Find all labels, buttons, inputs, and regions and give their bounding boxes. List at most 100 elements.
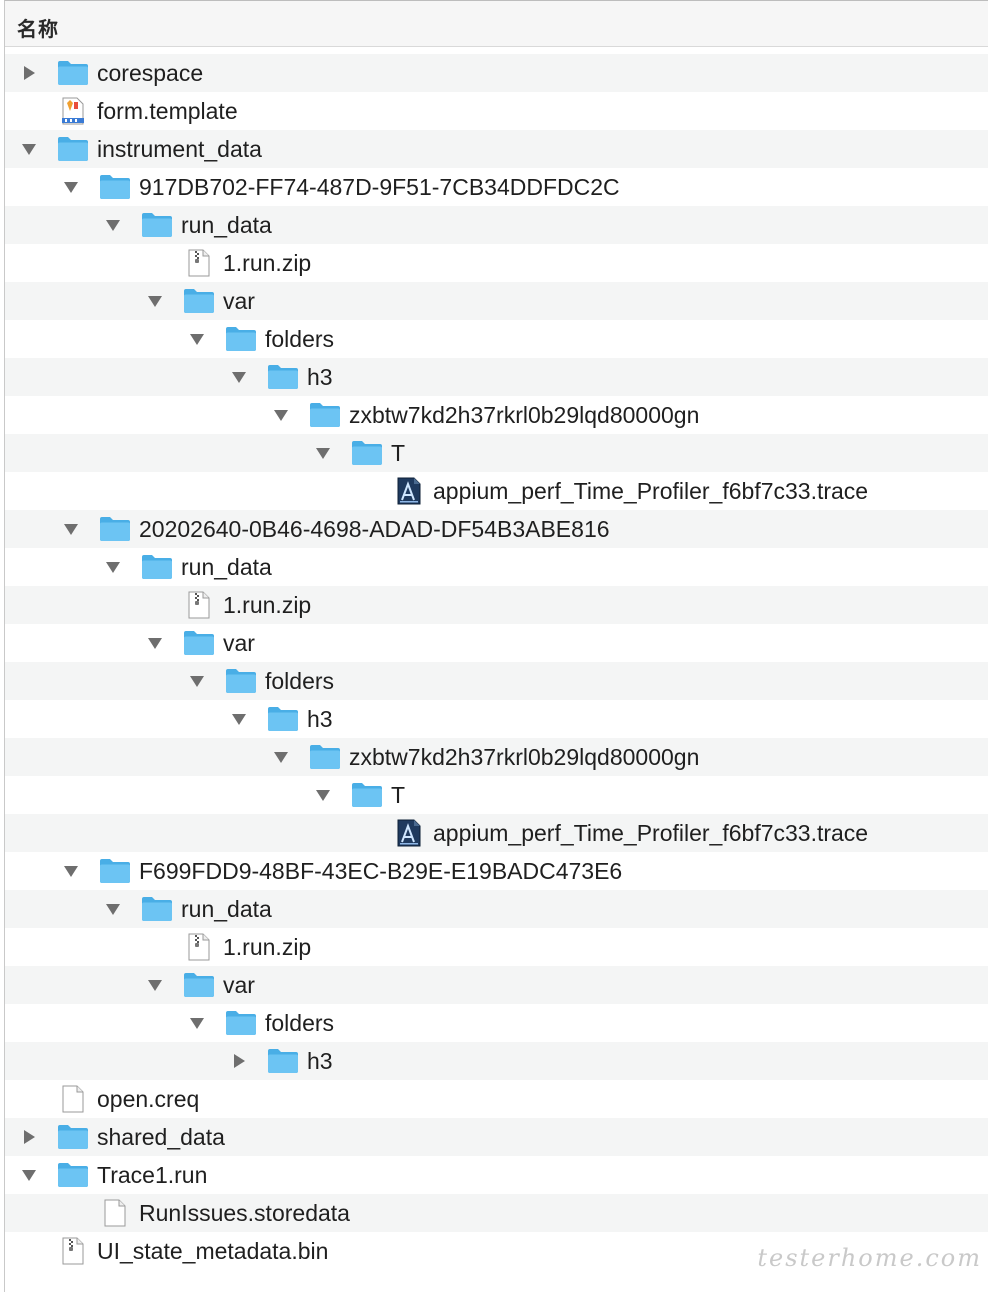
tree-row-label: h3 xyxy=(307,364,333,390)
folder-icon xyxy=(351,781,383,809)
disclosure-collapsed-icon[interactable] xyxy=(21,1129,37,1145)
template-icon xyxy=(57,97,89,125)
disclosure-expanded-icon[interactable] xyxy=(273,407,289,423)
tree-row-run-data[interactable]: run_data xyxy=(5,548,988,586)
tree-row-t[interactable]: T xyxy=(5,776,988,814)
tree-row-run-data[interactable]: run_data xyxy=(5,206,988,244)
tree-row-label: folders xyxy=(265,1010,335,1036)
folder-icon xyxy=(99,857,131,885)
tree-row-runissues-storedata[interactable]: RunIssues.storedata xyxy=(5,1194,988,1232)
column-header[interactable]: 名称 xyxy=(5,1,988,47)
tree-row-1-run-zip[interactable]: 1.run.zip xyxy=(5,244,988,282)
tree-row-20202640-0b46-4698-adad-df54b3abe816[interactable]: 20202640-0B46-4698-ADAD-DF54B3ABE816 xyxy=(5,510,988,548)
disclosure-expanded-icon[interactable] xyxy=(189,331,205,347)
folder-icon xyxy=(141,553,173,581)
tree-row-h3[interactable]: h3 xyxy=(5,1042,988,1080)
folder-icon xyxy=(141,895,173,923)
folder-icon xyxy=(309,743,341,771)
tree-row-instrument-data[interactable]: instrument_data xyxy=(5,130,988,168)
tree-row-label: shared_data xyxy=(97,1124,225,1150)
tree-row-t[interactable]: T xyxy=(5,434,988,472)
disclosure-expanded-icon[interactable] xyxy=(231,711,247,727)
zip-icon xyxy=(183,591,215,619)
tree-row-ui-state-metadata-bin[interactable]: UI_state_metadata.bin xyxy=(5,1232,988,1270)
folder-icon xyxy=(57,135,89,163)
disclosure-expanded-icon[interactable] xyxy=(315,445,331,461)
folder-icon xyxy=(183,629,215,657)
disclosure-expanded-icon[interactable] xyxy=(21,1167,37,1183)
tree-row-h3[interactable]: h3 xyxy=(5,700,988,738)
tree-row-label: run_data xyxy=(181,554,272,580)
tree-row-folders[interactable]: folders xyxy=(5,1004,988,1042)
folder-icon xyxy=(225,667,257,695)
trace-icon xyxy=(393,477,425,505)
tree-row-label: 1.run.zip xyxy=(223,934,312,960)
zip-icon xyxy=(183,933,215,961)
tree-row-label: RunIssues.storedata xyxy=(139,1200,350,1226)
zip-icon xyxy=(57,1237,89,1265)
folder-icon xyxy=(267,1047,299,1075)
folder-icon xyxy=(57,59,89,87)
tree-row-label: corespace xyxy=(97,60,204,86)
disclosure-expanded-icon[interactable] xyxy=(105,901,121,917)
tree-row-label: F699FDD9-48BF-43EC-B29E-E19BADC473E6 xyxy=(139,858,623,884)
folder-icon xyxy=(183,971,215,999)
trace-icon xyxy=(393,819,425,847)
disclosure-expanded-icon[interactable] xyxy=(147,977,163,993)
folder-icon xyxy=(99,515,131,543)
folder-icon xyxy=(351,439,383,467)
disclosure-expanded-icon[interactable] xyxy=(315,787,331,803)
folder-icon xyxy=(99,173,131,201)
tree-row-label: UI_state_metadata.bin xyxy=(97,1238,329,1264)
disclosure-collapsed-icon[interactable] xyxy=(21,65,37,81)
tree-row-form-template[interactable]: form.template xyxy=(5,92,988,130)
tree-row-f699fdd9-48bf-43ec-b29e-e19badc473e6[interactable]: F699FDD9-48BF-43EC-B29E-E19BADC473E6 xyxy=(5,852,988,890)
tree-row-appium-perf-time-profiler-f6bf7c33-trace[interactable]: appium_perf_Time_Profiler_f6bf7c33.trace xyxy=(5,814,988,852)
disclosure-expanded-icon[interactable] xyxy=(63,521,79,537)
tree-row-folders[interactable]: folders xyxy=(5,662,988,700)
tree-row-var[interactable]: var xyxy=(5,966,988,1004)
tree-row-label: T xyxy=(391,440,406,466)
tree-row-h3[interactable]: h3 xyxy=(5,358,988,396)
disclosure-expanded-icon[interactable] xyxy=(189,1015,205,1031)
folder-icon xyxy=(225,325,257,353)
tree-row-shared-data[interactable]: shared_data xyxy=(5,1118,988,1156)
tree-row-appium-perf-time-profiler-f6bf7c33-trace[interactable]: appium_perf_Time_Profiler_f6bf7c33.trace xyxy=(5,472,988,510)
folder-icon xyxy=(57,1123,89,1151)
tree-row-1-run-zip[interactable]: 1.run.zip xyxy=(5,928,988,966)
disclosure-expanded-icon[interactable] xyxy=(63,179,79,195)
disclosure-expanded-icon[interactable] xyxy=(21,141,37,157)
tree-row-label: var xyxy=(223,288,255,314)
tree-row-label: 917DB702-FF74-487D-9F51-7CB34DDFDC2C xyxy=(139,174,620,200)
tree-row-trace1-run[interactable]: Trace1.run xyxy=(5,1156,988,1194)
folder-icon xyxy=(225,1009,257,1037)
tree-row-label: form.template xyxy=(97,98,238,124)
disclosure-expanded-icon[interactable] xyxy=(147,635,163,651)
tree-row-label: var xyxy=(223,630,255,656)
disclosure-expanded-icon[interactable] xyxy=(105,217,121,233)
tree-row-1-run-zip[interactable]: 1.run.zip xyxy=(5,586,988,624)
name-column-header[interactable]: 名称 xyxy=(17,19,59,41)
tree-row-var[interactable]: var xyxy=(5,624,988,662)
disclosure-expanded-icon[interactable] xyxy=(231,369,247,385)
tree-row-label: 1.run.zip xyxy=(223,250,312,276)
disclosure-expanded-icon[interactable] xyxy=(63,863,79,879)
tree-row-corespace[interactable]: corespace xyxy=(5,54,988,92)
tree-row-zxbtw7kd2h37rkrl0b29lqd80000gn[interactable]: zxbtw7kd2h37rkrl0b29lqd80000gn xyxy=(5,738,988,776)
disclosure-collapsed-icon[interactable] xyxy=(231,1053,247,1069)
tree-row-label: folders xyxy=(265,326,335,352)
folder-icon xyxy=(309,401,341,429)
disclosure-expanded-icon[interactable] xyxy=(273,749,289,765)
tree-row-zxbtw7kd2h37rkrl0b29lqd80000gn[interactable]: zxbtw7kd2h37rkrl0b29lqd80000gn xyxy=(5,396,988,434)
disclosure-expanded-icon[interactable] xyxy=(105,559,121,575)
tree-row-var[interactable]: var xyxy=(5,282,988,320)
tree-row-run-data[interactable]: run_data xyxy=(5,890,988,928)
tree-row-917db702-ff74-487d-9f51-7cb34ddfdc2c[interactable]: 917DB702-FF74-487D-9F51-7CB34DDFDC2C xyxy=(5,168,988,206)
finder-window: 名称 corespace form.template instrument_data… xyxy=(4,0,988,1292)
tree-row-label: Trace1.run xyxy=(97,1162,208,1188)
disclosure-expanded-icon[interactable] xyxy=(147,293,163,309)
tree-row-folders[interactable]: folders xyxy=(5,320,988,358)
disclosure-expanded-icon[interactable] xyxy=(189,673,205,689)
tree-row-open-creq[interactable]: open.creq xyxy=(5,1080,988,1118)
folder-icon xyxy=(183,287,215,315)
